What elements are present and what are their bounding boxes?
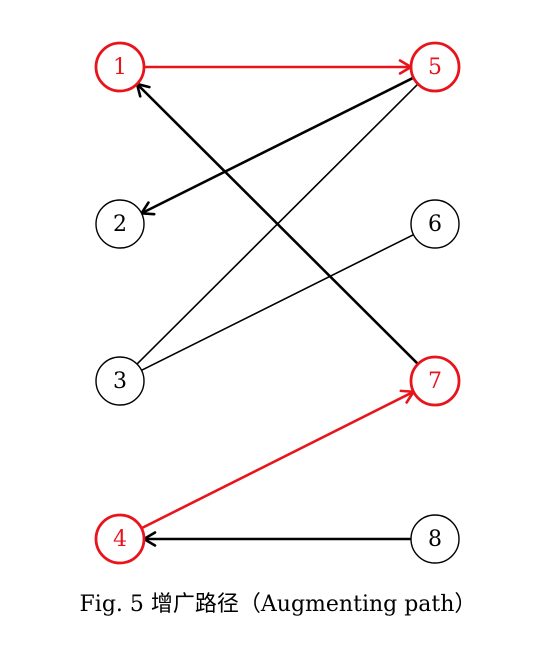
node-circle: [409, 41, 461, 93]
node-3: 3: [95, 356, 145, 406]
edge-3-5: [136, 83, 419, 365]
node-circle: [95, 199, 145, 249]
node-8: 8: [410, 514, 460, 564]
edge-8-4: [142, 531, 413, 547]
node-7: 7: [409, 355, 461, 407]
node-label: 7: [428, 369, 442, 394]
node-6: 6: [410, 199, 460, 249]
edge-3-6: [140, 233, 415, 372]
node-circle: [409, 355, 461, 407]
node-label: 5: [428, 55, 442, 80]
node-label: 3: [113, 369, 127, 394]
node-circle: [94, 513, 146, 565]
node-circle: [410, 514, 460, 564]
node-label: 8: [428, 527, 442, 552]
node-4: 4: [94, 513, 146, 565]
node-1: 1: [94, 41, 146, 93]
edge-5-2: [140, 76, 415, 216]
edge-4-7: [140, 389, 415, 530]
node-label: 1: [113, 55, 127, 80]
figure-caption: Fig. 5 增广路径（Augmenting path）: [79, 592, 477, 617]
node-5: 5: [409, 41, 461, 93]
node-label: 6: [428, 212, 442, 237]
node-2: 2: [95, 199, 145, 249]
node-label: 2: [113, 212, 127, 237]
node-circle: [95, 356, 145, 406]
node-circle: [410, 199, 460, 249]
edge-1-5: [142, 59, 413, 75]
node-circle: [94, 41, 146, 93]
node-label: 4: [113, 527, 127, 552]
bipartite-graph: 1 2 3 4 5 6 7 8: [94, 41, 461, 565]
